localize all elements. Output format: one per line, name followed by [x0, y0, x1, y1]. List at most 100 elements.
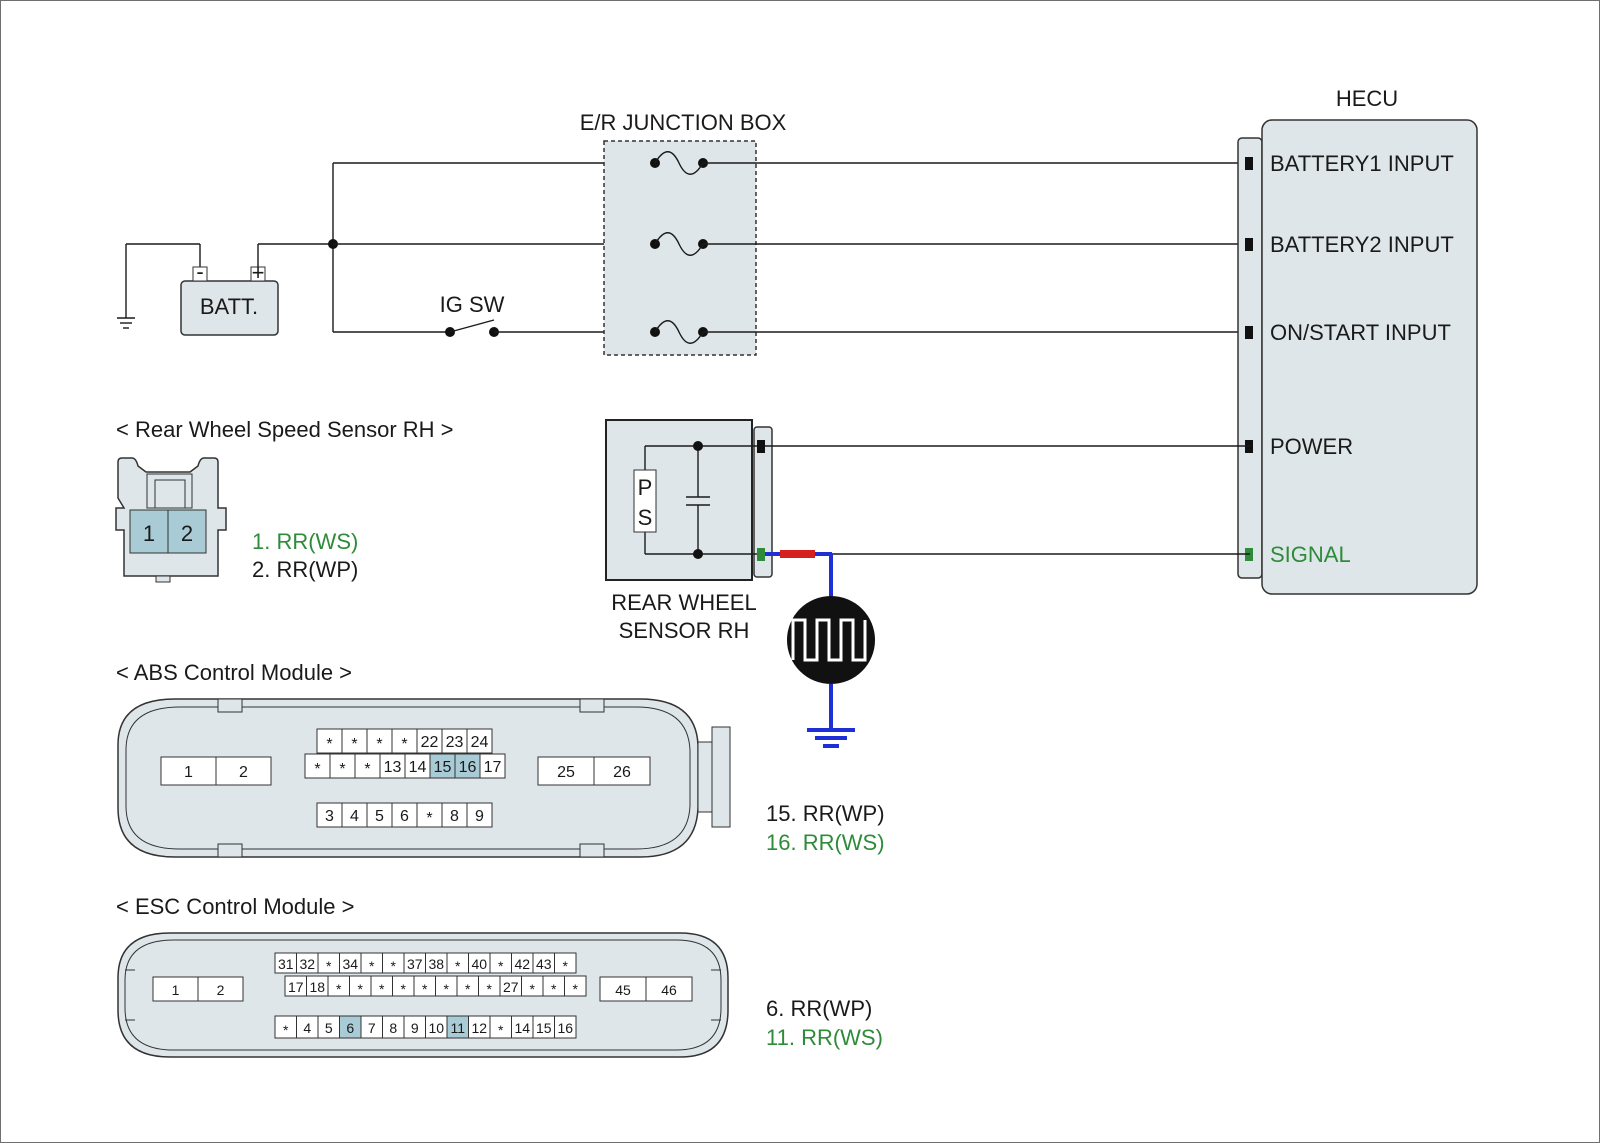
esc-row3-pin-label: 7 — [368, 1020, 376, 1036]
abs-row1-pin-label: 24 — [471, 734, 489, 751]
ig-switch: IG SW — [440, 292, 505, 337]
abs-row1-pin-label: * — [326, 736, 332, 753]
hecu-battery2-input: BATTERY2 INPUT — [1270, 232, 1454, 257]
abs-row3-pin-label: 5 — [375, 808, 384, 825]
esc-row3-pin-cell — [554, 1015, 577, 1039]
abs-row2-pin-label: 14 — [409, 759, 427, 776]
abs-row2-pin-label: * — [314, 761, 320, 778]
esc-row2-pin-label: 18 — [309, 979, 325, 995]
esc-right-pin-label: 45 — [615, 982, 631, 998]
esc-row1-pin-label: * — [563, 958, 569, 974]
esc-left-pin-label: 2 — [217, 982, 225, 998]
abs-row1-pin-cell — [366, 728, 393, 754]
abs-row3-pin-label: 3 — [325, 808, 334, 825]
hecu-module: HECU BATTERY1 INPUT BATTERY2 INPUT ON/ST… — [1237, 86, 1478, 595]
abs-right-pin-label: 25 — [557, 764, 575, 781]
esc-row2-pin-label: * — [422, 981, 428, 997]
junction-box: E/R JUNCTION BOX — [580, 110, 787, 356]
abs-row3-pin-label: 6 — [400, 808, 409, 825]
esc-row1-pin-label: 31 — [278, 956, 294, 972]
esc-row1-pin-label: 37 — [407, 956, 423, 972]
esc-row3-pin-label: 5 — [325, 1020, 333, 1036]
esc-row2-pin-label: * — [465, 981, 471, 997]
esc-row3-pin-label: 10 — [428, 1020, 444, 1036]
hecu-battery1-input: BATTERY1 INPUT — [1270, 151, 1454, 176]
sensor-title-line1: REAR WHEEL — [611, 590, 756, 615]
battery-label: BATT. — [200, 294, 258, 319]
esc-row2-pin-label: * — [401, 981, 407, 997]
rear-wheel-connector-heading: < Rear Wheel Speed Sensor RH > — [116, 417, 454, 442]
battery-pos-label: + — [252, 260, 265, 285]
abs-row1-pin-label: * — [376, 736, 382, 753]
abs-row3-pin-cell — [466, 802, 493, 828]
fuse-2 — [650, 232, 708, 256]
esc-row1-pin-cell — [554, 952, 577, 974]
abs-row1-pin-label: * — [351, 736, 357, 753]
abs-row1-pin-cell — [466, 728, 493, 754]
esc-row2-pin-label: 17 — [288, 979, 304, 995]
abs-right-pin-label: 26 — [613, 764, 631, 781]
abs-row3-pin-cell — [441, 802, 468, 828]
sensor-s-letter: S — [638, 505, 653, 530]
sensor-p-letter: P — [638, 475, 653, 500]
hecu-on-start-input: ON/START INPUT — [1270, 320, 1451, 345]
abs-right-pin-cell — [537, 756, 595, 786]
junction-box-title: E/R JUNCTION BOX — [580, 110, 787, 135]
abs-row1-pin-cell — [441, 728, 468, 754]
abs-row2-pin-label: 16 — [459, 759, 477, 776]
abs-row3-pin-label: 9 — [475, 808, 484, 825]
abs-left-pin-cell — [215, 756, 272, 786]
abs-row1-pin-label: * — [401, 736, 407, 753]
rear-wheel-pin-2: 2 — [181, 521, 193, 546]
esc-row3-pin-label: * — [283, 1022, 289, 1038]
abs-row2-pin-cell — [404, 753, 431, 779]
esc-row1-pin-label: 32 — [299, 956, 315, 972]
esc-row1-pin-label: * — [326, 958, 332, 974]
abs-right-pin-cell — [593, 756, 651, 786]
abs-row3-pin-label: 8 — [450, 808, 459, 825]
abs-legend-2: 16. RR(WS) — [766, 830, 885, 855]
esc-row1-pin-label: 40 — [471, 956, 487, 972]
abs-row1-pin-label: 22 — [421, 734, 439, 751]
esc-row2-pin-label: * — [551, 981, 557, 997]
esc-row1-pin-label: 43 — [536, 956, 552, 972]
hecu-signal: SIGNAL — [1270, 542, 1351, 567]
abs-legend-1: 15. RR(WP) — [766, 801, 885, 826]
abs-right-pins: 25 26 — [537, 756, 651, 786]
abs-row1-pin-cell — [391, 728, 418, 754]
abs-row3-pin-cell — [391, 802, 418, 828]
rear-wheel-legend-1: 1. RR(WS) — [252, 529, 358, 554]
rear-wheel-sensor: P S REAR WHEEL SENSOR RH — [605, 419, 773, 643]
abs-row3-pin-label: 4 — [350, 808, 359, 825]
esc-row2-pin-label: * — [487, 981, 493, 997]
esc-row3-pin-label: 16 — [557, 1020, 573, 1036]
esc-row2-pin-label: * — [336, 981, 342, 997]
esc-legend-1: 6. RR(WP) — [766, 996, 872, 1021]
esc-row3-pin-label: 15 — [536, 1020, 552, 1036]
abs-module-heading: < ABS Control Module > — [116, 660, 352, 685]
hecu-title: HECU — [1336, 86, 1398, 111]
esc-row1-pin-label: 38 — [428, 956, 444, 972]
esc-row2-pin-label: * — [573, 981, 579, 997]
esc-row3-pin-label: 6 — [346, 1020, 354, 1036]
esc-row3-pin-label: 9 — [411, 1020, 419, 1036]
fuse-1 — [650, 151, 708, 175]
esc-row2-pin-cell — [564, 975, 587, 997]
rear-wheel-connector: 1 2 — [115, 457, 227, 583]
esc-row1-pin-label: 34 — [342, 956, 358, 972]
abs-row2-pin-label: * — [339, 761, 345, 778]
esc-row3-pin-label: 4 — [303, 1020, 311, 1036]
battery-neg-label: - — [196, 259, 203, 284]
esc-row2-pin-label: * — [444, 981, 450, 997]
esc-row1-pin-label: * — [455, 958, 461, 974]
abs-row2-pin-cell — [479, 753, 506, 779]
hecu-power: POWER — [1270, 434, 1353, 459]
esc-left-pin-label: 1 — [172, 982, 180, 998]
